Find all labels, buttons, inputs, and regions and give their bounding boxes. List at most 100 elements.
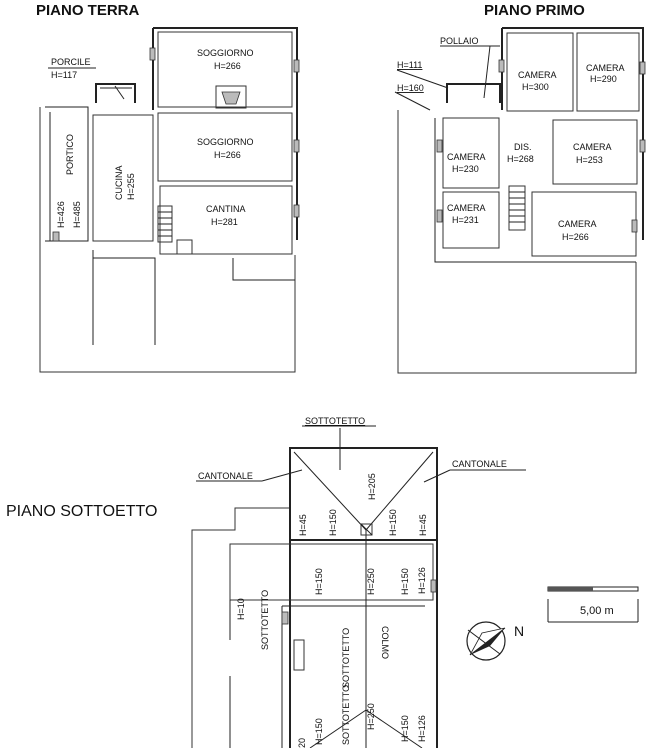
first-room-camera-3 <box>442 117 500 189</box>
label-camera-4: CAMERA <box>573 142 612 152</box>
label-camera-6-height: H=266 <box>562 232 589 242</box>
north-arrow-icon: N <box>466 621 524 661</box>
chimney-mark <box>360 523 373 536</box>
scale-bar: 5,00 m <box>547 586 639 623</box>
label-sottotetto-mid: SOTTOTETTO <box>341 628 351 688</box>
first-room-camera-5 <box>442 191 500 249</box>
label-camera-5-height: H=231 <box>452 215 479 225</box>
ground-room-soggiorno-1 <box>157 31 293 108</box>
pollaio-leader <box>483 45 491 99</box>
ground-porcile-walls <box>95 83 136 103</box>
label-cantonale-left: CANTONALE <box>198 471 253 481</box>
h160-leader <box>394 91 431 111</box>
first-floor-plan: POLLAIO H=111 H=160 CAMERA H=300 CAMERA … <box>394 27 646 374</box>
label-h250-a: H=250 <box>366 568 376 595</box>
label-h150-b: H=150 <box>388 509 398 536</box>
label-camera-1-height: H=300 <box>522 82 549 92</box>
fireplace-outline <box>215 85 247 109</box>
label-camera-1: CAMERA <box>518 70 557 80</box>
porcile-leader <box>114 85 125 100</box>
roof-hip-right <box>365 451 434 531</box>
ground-room-cucina <box>92 114 154 242</box>
first-main-wall <box>502 27 644 240</box>
skylight <box>281 611 289 625</box>
label-camera-6: CAMERA <box>558 219 597 229</box>
chimney <box>360 523 373 536</box>
attic-site-outline <box>191 507 290 748</box>
first-pollaio-walls <box>446 83 501 103</box>
label-pollaio: POLLAIO <box>440 36 479 46</box>
label-camera-2: CAMERA <box>586 63 625 73</box>
window <box>639 61 646 75</box>
label-h111: H=111 <box>397 60 422 70</box>
label-cantonale-right: CANTONALE <box>452 459 507 469</box>
window <box>436 139 443 153</box>
label-h250-b: H=250 <box>366 703 376 730</box>
title-piano-primo: PIANO PRIMO <box>484 2 585 19</box>
fireplace-hood <box>221 91 241 105</box>
first-room-camera-1 <box>506 32 574 112</box>
label-h205: H=205 <box>367 473 377 500</box>
ground-site-outline <box>39 107 296 373</box>
label-h150-a: H=150 <box>328 509 338 536</box>
ground-room-soggiorno-2 <box>157 112 293 182</box>
window <box>639 139 646 153</box>
window <box>149 47 156 61</box>
window <box>436 209 443 223</box>
label-h150-d: H=150 <box>400 568 410 595</box>
window <box>52 231 60 242</box>
label-porcile: PORCILE <box>51 57 91 67</box>
label-porcile-height: H=117 <box>51 70 77 80</box>
label-sottotetto-low: SOTTOTETTO <box>341 685 351 745</box>
label-sottotetto-top: SOTTOTETTO <box>305 416 365 426</box>
label-h45-left: H=45 <box>298 514 308 536</box>
roof-hip-lower-left <box>309 709 367 748</box>
first-outer-line <box>434 118 636 263</box>
label-h20: 20 <box>297 738 307 748</box>
label-h150-f: H=150 <box>400 715 410 742</box>
window <box>293 59 300 73</box>
label-h45-right: H=45 <box>418 514 428 536</box>
label-cantina-height: H=281 <box>211 217 238 227</box>
roof-hip-lower-right <box>365 709 423 748</box>
label-dis-height: H=268 <box>507 154 534 164</box>
ground-lower-wall-2 <box>232 258 295 281</box>
ground-portico-outline <box>45 106 89 242</box>
label-h426: H=426 <box>56 201 66 228</box>
label-h126-a: H=126 <box>417 567 427 594</box>
label-h160: H=160 <box>397 83 424 93</box>
title-piano-terra: PIANO TERRA <box>36 2 140 19</box>
title-piano-sottotetto: PIANO SOTTOETTO <box>6 503 157 520</box>
first-site-outline <box>397 110 637 374</box>
label-cucina: CUCINA <box>114 165 124 200</box>
label-camera-3: CAMERA <box>447 152 486 162</box>
roof-hip-left <box>293 451 367 531</box>
scale-label: 5,00 m <box>580 605 614 617</box>
label-soggiorno-2-height: H=266 <box>214 150 241 160</box>
attic-room-sottotetto <box>229 543 434 601</box>
window <box>293 139 300 153</box>
first-room-camera-4 <box>552 119 638 185</box>
first-stair <box>508 185 526 231</box>
label-soggiorno-1-height: H=266 <box>214 61 241 71</box>
h111-leader <box>396 69 449 89</box>
cantonale-left-leader <box>261 469 303 482</box>
label-camera-2-height: H=290 <box>590 74 617 84</box>
label-camera-4-height: H=253 <box>576 155 603 165</box>
label-h150-c: H=150 <box>314 568 324 595</box>
ground-main-wall <box>153 27 298 240</box>
label-h485: H=485 <box>72 201 82 228</box>
ground-floor-plan: PORCILE H=117 SOGGIORNO H=266 SOGGIORNO … <box>39 27 300 373</box>
attic-stair <box>293 639 305 671</box>
ground-lower-room <box>93 257 156 345</box>
north-label: N <box>514 623 524 639</box>
label-cucina-height: H=255 <box>126 173 136 200</box>
label-cantina: CANTINA <box>206 204 246 214</box>
label-soggiorno-2: SOGGIORNO <box>197 137 254 147</box>
label-camera-3-height: H=230 <box>452 164 479 174</box>
ground-stair <box>157 205 193 255</box>
label-portico: PORTICO <box>65 134 75 175</box>
label-camera-5: CAMERA <box>447 203 486 213</box>
ground-room-cantina <box>159 185 293 255</box>
window <box>430 579 437 593</box>
